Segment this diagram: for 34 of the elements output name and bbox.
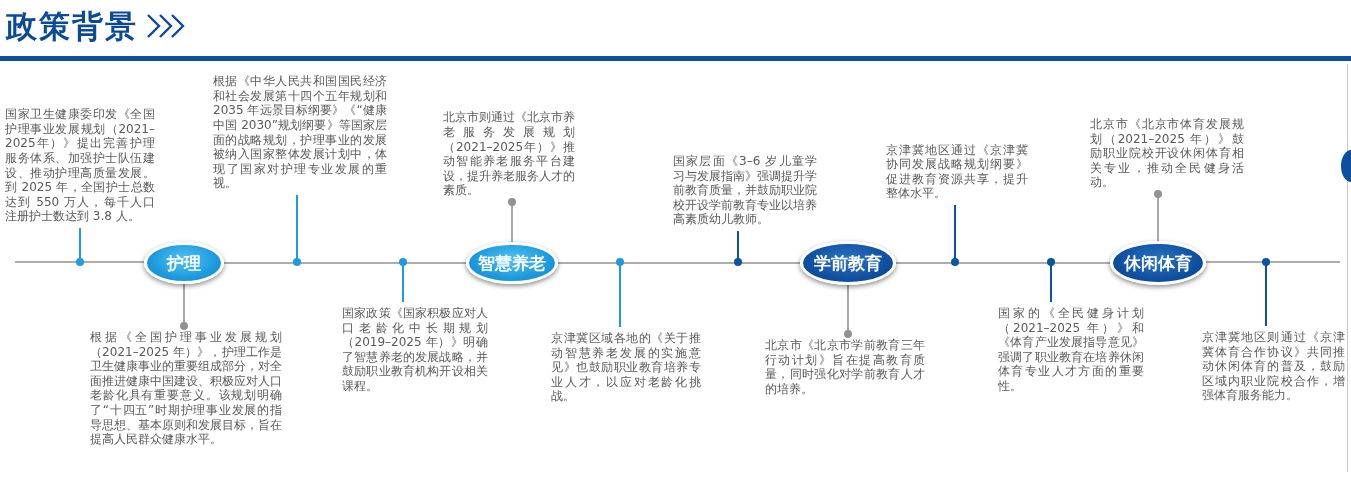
topic-oval: 学前教育 xyxy=(800,241,896,285)
description-text: 国家的《全民健身计划（2021–2025 年）》和《体育产业发展指导意见》强调了职业教育在培养休闲体育专业人才方面的重要性。 xyxy=(998,306,1144,394)
leader-line xyxy=(734,230,742,266)
description-text: 京津冀区域各地的《关于推动智慧养老发展的实施意见》也鼓励职业教育培养专业人才，以应对老龄化挑战。 xyxy=(551,331,701,404)
description-text: 京津冀地区则通过《京津冀体育合作协议》共同推动休闲体育的普及，鼓励区域内职业院校合作，增强体育服务能力。 xyxy=(1202,330,1345,403)
description-text: 国家层面《3–6 岁儿童学习与发展指南》强调提升学前教育质量，并鼓励职业院校开设学前教育专业以培养高素质幼儿教师。 xyxy=(673,154,817,227)
description-text: 北京市《北京市学前教育三年行动计划》旨在提高教育质量，同时强化对学前教育人才的培养。 xyxy=(765,338,925,397)
leader-line xyxy=(844,284,852,338)
leader-line xyxy=(508,198,516,243)
timeline-line xyxy=(557,262,801,264)
leader-line xyxy=(951,204,959,266)
description-text: 国家政策《国家积极应对人口老龄化中长期规划（2019–2025 年）》明确了智慧养老的发展战略，并鼓励职业教育机构开设相关课程。 xyxy=(342,306,488,394)
description-text: 北京市则通过《北京市养老服务发展规划（2021–2025年）》推动智能养老服务平台建设，提升养老服务人才的素质。 xyxy=(443,110,575,198)
description-text: 国家卫生健康委印发《全国护理事业发展规划（2021–2025年）》提出完善护理服务体系、加强护士队伍建设、推动护理高质量发展。到 2025 年，全国护士总数达到 550 万人，每千人口注册护士数达到 3.8 人。 xyxy=(5,107,155,224)
timeline-line xyxy=(895,262,1111,264)
timeline-line xyxy=(1205,261,1341,263)
description-text: 根据《中华人民共和国国民经济和社会发展第十四个五年规划和2035 年远景目标纲要》《“健康中国 2030”规划纲要》等国家层面的战略规划，护理事业的发展被纳入国家整体发展计划中，体现了国家对护理专业发展的重视。 xyxy=(213,74,387,191)
timeline-line xyxy=(14,261,145,263)
leader-line xyxy=(399,258,407,303)
page-title: 政策背景 xyxy=(6,7,138,46)
timeline-line xyxy=(223,262,467,264)
description-text: 北京市《北京市体育发展规划（2021–2025 年）》鼓励职业院校开设休闲体育相关专业，推动全民健身活动。 xyxy=(1090,117,1244,190)
description-text: 根据《全国护理事业发展规划（2021–2025 年）》，护理工作是卫生健康事业的重要组成部分，对全面推进健康中国建设、积极应对人口老龄化具有重要意义。该规划明确了“十四五”时期护理事业发展的指导思想、基本原则和发展目标，旨在提高人民群众健康水平。 xyxy=(90,330,282,447)
leader-line xyxy=(1262,258,1270,327)
leader-line xyxy=(1154,190,1162,242)
leader-line xyxy=(180,283,188,330)
description-text: 京津冀地区通过《京津冀协同发展战略规划纲要》促进教育资源共享，提升整体水平。 xyxy=(886,142,1028,201)
leader-line xyxy=(616,258,624,328)
leader-line xyxy=(1047,258,1055,303)
topic-oval: 休闲体育 xyxy=(1110,241,1206,285)
topic-oval: 护理 xyxy=(144,242,224,284)
topic-oval: 智慧养老 xyxy=(466,242,558,284)
leader-line xyxy=(76,227,84,266)
leader-line xyxy=(293,194,301,266)
